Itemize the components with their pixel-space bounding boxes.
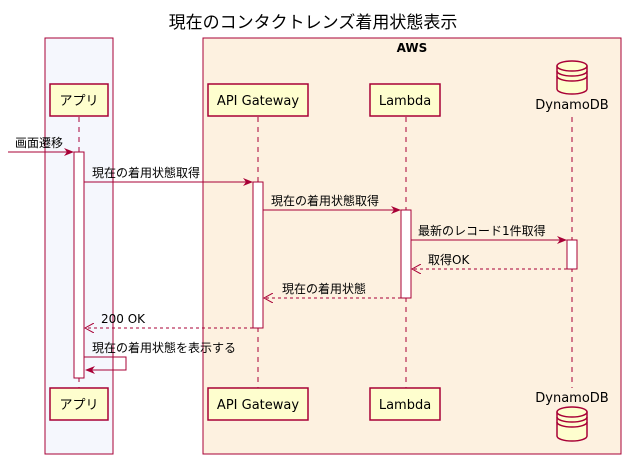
database-icon <box>556 60 588 95</box>
message-label: 200 OK <box>101 312 146 326</box>
participant-apigw-top: API Gateway <box>207 83 309 117</box>
participant-app-label: アプリ <box>59 398 98 413</box>
activation-apigw <box>252 181 264 329</box>
activation-app <box>73 151 85 379</box>
database-icon <box>556 406 588 442</box>
participant-lambda-label: Lambda <box>379 398 431 413</box>
message-label: 現在の着用状態 <box>282 281 366 296</box>
message-label: 現在の着用状態取得 <box>92 165 200 180</box>
participant-app-bottom: アプリ <box>49 387 109 421</box>
participant-lambda-bottom: Lambda <box>369 387 441 421</box>
participant-lambda-top: Lambda <box>369 83 441 117</box>
message-label: 画面遷移 <box>15 136 63 150</box>
participant-apigw-label: API Gateway <box>217 398 299 413</box>
participant-app-top: アプリ <box>49 83 109 117</box>
participant-db-bottom: DynamoDB <box>535 391 609 442</box>
participant-app-label: アプリ <box>59 94 98 109</box>
participant-db-top: DynamoDB <box>535 60 609 113</box>
participant-apigw-label: API Gateway <box>217 94 299 109</box>
message-arrow <box>84 356 127 374</box>
message-label: 現在の着用状態取得 <box>271 193 379 208</box>
participant-db-label: DynamoDB <box>535 98 608 113</box>
diagram-title: 現在のコンタクトレンズ着用状態表示 <box>169 13 458 33</box>
message-label: 現在の着用状態を表示する <box>92 340 236 355</box>
message-label: 最新のレコード1件取得 <box>418 223 546 238</box>
participant-lambda-label: Lambda <box>379 94 431 109</box>
message-label: 取得OK <box>428 252 470 267</box>
participant-apigw-bottom: API Gateway <box>207 387 309 421</box>
activation-lambda <box>400 209 412 299</box>
aws-group-label: AWS <box>397 41 428 55</box>
activation-db <box>566 239 578 270</box>
participant-db-label: DynamoDB <box>535 391 608 406</box>
